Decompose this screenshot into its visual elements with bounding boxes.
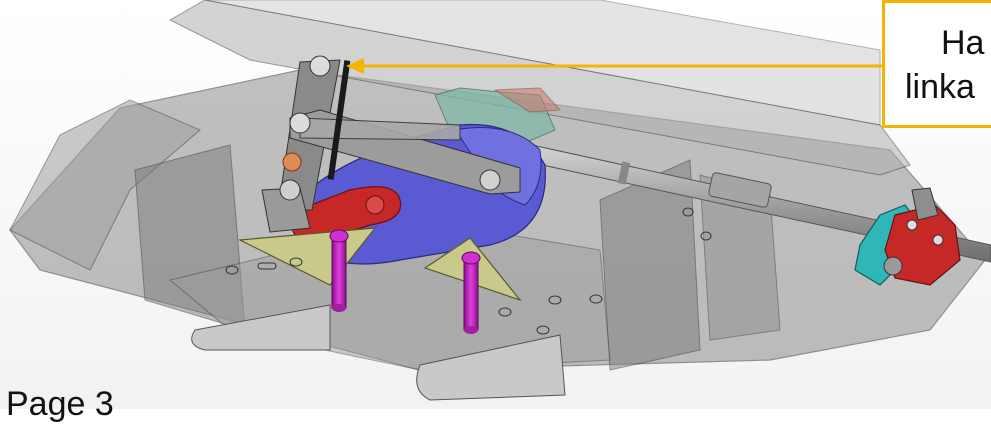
- red-latch-hole: [365, 195, 385, 215]
- pivot-pin-mid: [279, 179, 301, 201]
- housing-top-flange: [204, 0, 881, 126]
- floor-hole-1: [225, 265, 239, 275]
- floor-hole-2: [289, 257, 303, 267]
- floor-hole-5: [498, 307, 512, 317]
- magenta-pin-left-head: [329, 229, 349, 243]
- pivot-pin-orange: [282, 152, 302, 172]
- spring-rod: [327, 60, 351, 180]
- mechanism-drawing: [0, 0, 991, 409]
- callout-box: Ha linka: [882, 0, 991, 128]
- end-bracket-hole-1: [906, 219, 918, 231]
- wall-hole-2: [700, 231, 712, 241]
- magenta-pin-right-base: [464, 326, 478, 334]
- pivot-pin-upper: [289, 112, 311, 134]
- pivot-pin-right: [479, 169, 501, 191]
- floor-hole-6: [536, 325, 550, 335]
- end-bracket-hole-2: [932, 234, 944, 246]
- callout-arrow-head: [346, 58, 364, 74]
- floor-hole-3: [548, 295, 562, 305]
- foot-center: [416, 334, 566, 401]
- rod-sleeve: [708, 172, 772, 208]
- magenta-pin-left-shaft: [331, 239, 347, 309]
- floor-slot-1: [257, 262, 277, 270]
- gray-tab: [911, 187, 939, 221]
- magenta-pin-left-base: [332, 304, 346, 312]
- magenta-pin-right-shaft: [463, 261, 479, 331]
- red-tab: [493, 87, 562, 113]
- floor-hole-4: [589, 294, 603, 304]
- magenta-pin-right-head: [461, 251, 481, 265]
- pivot-pin-top: [309, 55, 331, 77]
- bolt-head: [883, 256, 903, 276]
- callout-text-line2: linka: [905, 68, 975, 106]
- red-end-bracket: [884, 204, 961, 286]
- callout-text-line1: Ha: [941, 24, 985, 62]
- rod-collar: [617, 161, 631, 185]
- wall-hole-1: [682, 207, 694, 217]
- page-label: Page 3: [6, 385, 114, 423]
- housing-left-flange: [9, 99, 201, 271]
- foot-left: [191, 304, 331, 351]
